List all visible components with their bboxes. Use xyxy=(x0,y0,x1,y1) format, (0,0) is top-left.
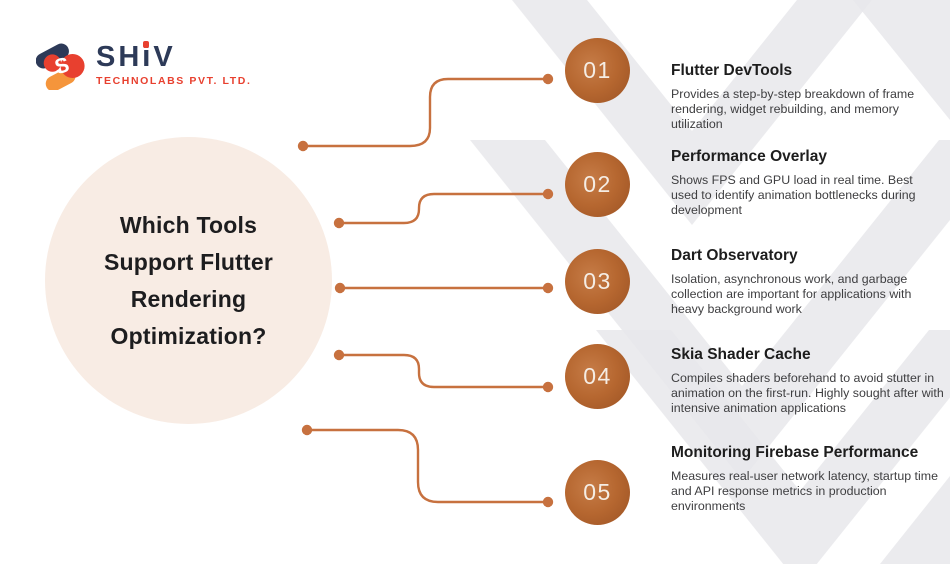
step-item-flutter-devtools: Flutter DevTools Provides a step-by-step… xyxy=(671,62,929,131)
step-number-circle-1: 01 xyxy=(565,38,630,103)
step-number-circle-4: 04 xyxy=(565,344,630,409)
title-line-3: Rendering xyxy=(130,285,247,312)
connector-line-4 xyxy=(339,353,548,389)
step-number: 02 xyxy=(583,171,612,197)
step-heading: Flutter DevTools xyxy=(671,62,793,79)
step-heading: Performance Overlay xyxy=(671,148,827,165)
main-question-bubble: Which Tools Support Flutter Rendering Op… xyxy=(45,137,332,424)
step-description: Isolation, asynchronous work, and garbag… xyxy=(671,272,912,316)
title-line-1: Which Tools xyxy=(119,211,258,238)
connector-dot xyxy=(542,73,554,85)
chevron-shape-middle xyxy=(470,140,950,480)
connector-line-5 xyxy=(307,428,548,504)
corner-band-top-right xyxy=(853,0,950,120)
logo-wordmark: SHIV xyxy=(96,42,251,72)
connector-line-1 xyxy=(303,77,548,148)
step-number-circle-3: 03 xyxy=(565,249,630,314)
page-title: Which Tools Support Flutter Rendering Op… xyxy=(104,207,273,355)
step-description: Shows FPS and GPU load in real time. Bes… xyxy=(671,173,916,217)
step-item-performance-overlay: Performance Overlay Shows FPS and GPU lo… xyxy=(671,148,929,217)
connector-dot xyxy=(333,349,345,361)
step-number: 05 xyxy=(583,479,612,505)
step-description: Measures real-user network latency, star… xyxy=(671,469,938,513)
logo-text: SHIV TECHNOLABS PVT. LTD. xyxy=(96,40,251,87)
step-item-skia-shader-cache: Skia Shader Cache Compiles shaders befor… xyxy=(671,346,950,415)
shiv-logo-icon: S xyxy=(36,43,85,90)
step-heading: Dart Observatory xyxy=(671,247,798,264)
logo-letter-i: I xyxy=(142,41,154,73)
corner-band-bottom-right xyxy=(880,476,950,564)
step-number: 01 xyxy=(583,57,612,83)
step-number: 04 xyxy=(583,363,612,389)
connector-dot xyxy=(333,217,345,229)
connector-dot xyxy=(301,424,313,436)
logo-monogram: S xyxy=(52,53,71,79)
step-description: Compiles shaders beforehand to avoid stu… xyxy=(671,371,944,415)
step-number-circle-2: 02 xyxy=(565,152,630,217)
chevron-shape-bottom xyxy=(596,330,950,564)
connector-dot xyxy=(542,282,554,294)
connector-line-2 xyxy=(339,192,548,225)
logo-letters-sh: SH xyxy=(96,41,143,73)
step-heading: Skia Shader Cache xyxy=(671,346,811,363)
step-item-dart-observatory: Dart Observatory Isolation, asynchronous… xyxy=(671,247,937,316)
step-item-monitoring-firebase-performance: Monitoring Firebase Performance Measures… xyxy=(671,444,947,513)
connector-dot xyxy=(334,282,346,294)
title-line-2: Support Flutter xyxy=(103,248,274,275)
step-heading: Monitoring Firebase Performance xyxy=(671,444,919,461)
title-line-4: Optimization? xyxy=(110,322,267,349)
logo-letter-v: V xyxy=(153,41,176,73)
brand-logo: S SHIV TECHNOLABS PVT. LTD. xyxy=(36,40,251,90)
connector-dot xyxy=(297,140,309,152)
connector-dot xyxy=(542,381,554,393)
connector-dot xyxy=(542,496,554,508)
connector-dot xyxy=(542,188,554,200)
step-number-circle-5: 05 xyxy=(565,460,630,525)
step-number: 03 xyxy=(583,268,612,294)
logo-subtitle: TECHNOLABS PVT. LTD. xyxy=(96,75,252,87)
step-description: Provides a step-by-step breakdown of fra… xyxy=(671,87,915,131)
